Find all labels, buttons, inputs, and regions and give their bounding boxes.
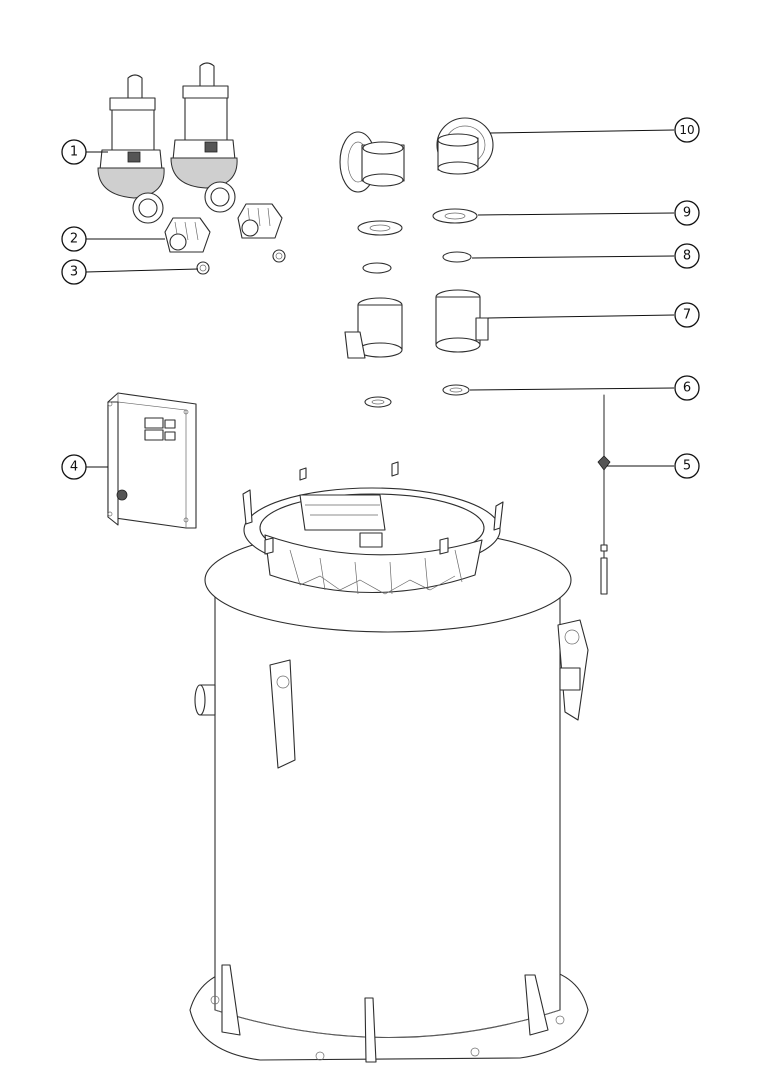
seal-ring-icon	[196, 249, 286, 275]
callout-7: 7	[674, 302, 700, 328]
coupling-icon	[164, 203, 283, 253]
callout-7-label: 7	[683, 308, 691, 323]
callout-6-label: 6	[683, 381, 691, 396]
valve-icon	[339, 131, 405, 408]
control-panel-icon	[107, 392, 197, 529]
callout-2: 2	[61, 226, 87, 252]
callout-8: 8	[674, 243, 700, 269]
pump-icon	[97, 62, 238, 224]
callout-6: 6	[674, 375, 700, 401]
float-switch-icon	[597, 394, 611, 595]
callout-1: 1	[61, 139, 87, 165]
callout-1-label: 1	[70, 145, 78, 160]
callout-5: 5	[674, 453, 700, 479]
callout-9: 9	[674, 200, 700, 226]
callout-4-label: 4	[70, 460, 78, 475]
callout-5-label: 5	[683, 459, 691, 474]
callout-3-label: 3	[70, 265, 78, 280]
callout-2-label: 2	[70, 232, 78, 247]
callout-3: 3	[61, 259, 87, 285]
callout-4: 4	[61, 454, 87, 480]
callout-8-label: 8	[683, 249, 691, 264]
leader-lines	[85, 129, 675, 468]
callout-10-label: 10	[679, 123, 694, 137]
callout-10: 10	[674, 117, 700, 143]
valve-icon	[432, 117, 494, 396]
tank-icon	[189, 461, 589, 1063]
callout-9-label: 9	[683, 206, 691, 221]
